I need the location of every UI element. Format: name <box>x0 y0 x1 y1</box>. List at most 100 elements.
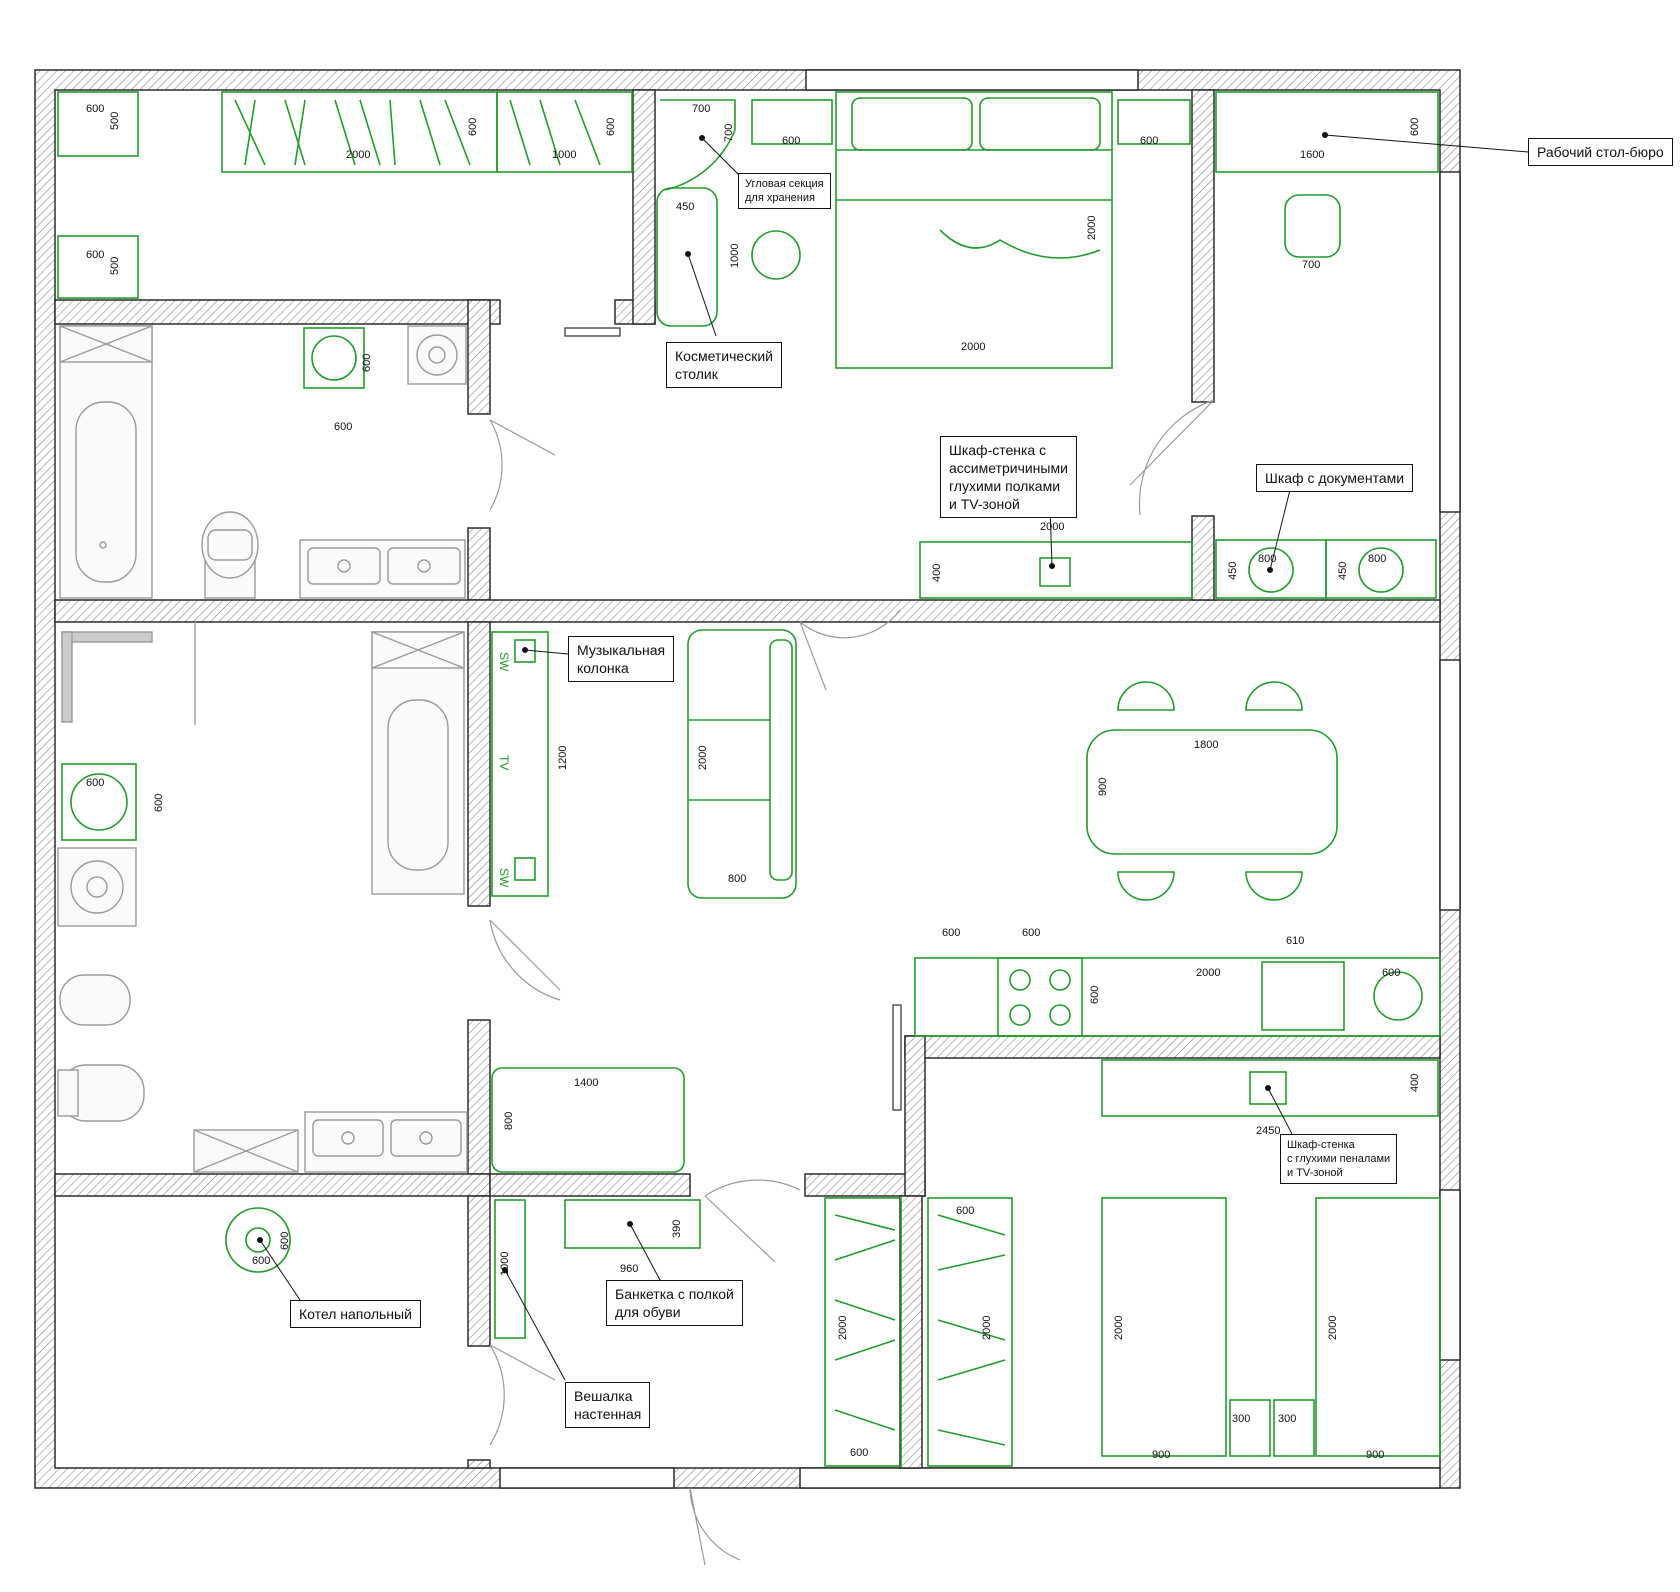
wall-row2-bottom <box>54 1173 491 1197</box>
dining-table <box>1086 729 1338 855</box>
dim-text: 2000 <box>346 149 370 161</box>
dim-text: 600 <box>782 135 800 147</box>
tv-mark: TV <box>497 755 511 770</box>
dim-text: 600 <box>1140 135 1158 147</box>
dim-text: 300 <box>1278 1413 1296 1425</box>
sink <box>1261 961 1345 1031</box>
washer-2 <box>61 763 137 841</box>
dim-text: 450 <box>1337 562 1349 580</box>
shelf-unit-top-left <box>57 91 139 157</box>
dim-text: 600 <box>1382 967 1400 979</box>
dim-text: 1800 <box>1194 739 1218 751</box>
dim-text: 2000 <box>697 746 709 770</box>
dim-text: 400 <box>931 564 943 582</box>
doc-cabinet-2 <box>1325 539 1437 599</box>
dim-text: 2000 <box>837 1316 849 1340</box>
bidet <box>59 974 131 1026</box>
dim-text: 600 <box>605 118 617 136</box>
dim-text: 600 <box>956 1205 974 1217</box>
label-shoe-bench: Банкетка с полкой для обуви <box>606 1280 743 1326</box>
dim-text: 2000 <box>1040 521 1064 533</box>
dim-text: 600 <box>252 1255 270 1267</box>
bed-left <box>1101 1197 1227 1457</box>
dim-text: 600 <box>942 927 960 939</box>
dim-text: 2000 <box>961 341 985 353</box>
dim-text: 1400 <box>574 1077 598 1089</box>
wall-hall-left <box>467 1195 491 1347</box>
dim-text: 900 <box>1097 778 1109 796</box>
dim-text: 700 <box>1302 259 1320 271</box>
dim-text: 600 <box>1022 927 1040 939</box>
shelf-unit-left-mid <box>57 235 139 299</box>
dim-text: 400 <box>1409 1074 1421 1092</box>
tv-wall-unit <box>919 541 1193 599</box>
closet-1 <box>824 1197 902 1467</box>
closet-2 <box>927 1197 1013 1467</box>
dim-text: 450 <box>676 201 694 213</box>
dim-text: 600 <box>1089 986 1101 1004</box>
dim-text: 1200 <box>557 746 569 770</box>
wall-kitchen-bottom <box>904 1035 1441 1059</box>
shower-tray <box>61 631 153 643</box>
stove <box>997 957 1083 1037</box>
sofa-main <box>687 629 797 899</box>
wall-wardrobe-right <box>632 89 656 325</box>
speaker-mark-top: SW <box>497 652 511 672</box>
sofa-small <box>491 1067 685 1173</box>
washer-1 <box>303 327 365 389</box>
dim-text: 1600 <box>1300 149 1324 161</box>
nightstand-right <box>1117 99 1191 145</box>
bed <box>835 91 1113 369</box>
label-desk: Рабочий стол-бюро <box>1528 138 1673 166</box>
dim-text: 1000 <box>729 244 741 268</box>
dim-text: 600 <box>86 103 104 115</box>
office-chair <box>1284 194 1341 258</box>
label-corner-storage: Угловая секция для хранения <box>738 173 831 209</box>
sink-tap-1 <box>337 559 351 573</box>
label-vanity: Косметический столик <box>666 342 782 388</box>
chair <box>1117 681 1175 711</box>
kitchen-counter <box>914 957 1441 1037</box>
label-coat-hanger: Вешалка настенная <box>565 1382 651 1428</box>
bathroom-fixtures <box>57 325 468 1173</box>
wall-bath1-right <box>467 299 491 415</box>
corner-storage <box>660 99 736 191</box>
outer-wall <box>34 69 1461 1489</box>
wall-closet <box>899 1195 923 1469</box>
dim-text: 600 <box>86 777 104 789</box>
bed-right <box>1315 1197 1441 1457</box>
label-doc-cabinet: Шкаф с документами <box>1256 464 1414 492</box>
dim-text: 500 <box>109 257 121 275</box>
dim-text: 600 <box>361 354 373 372</box>
wall-wardrobe-bottom <box>54 299 501 325</box>
dim-text: 600 <box>153 794 165 812</box>
dim-text: 600 <box>1409 118 1421 136</box>
nightstand-left <box>751 99 833 145</box>
dim-text: 960 <box>620 1263 638 1275</box>
label-tv-wall: Шкаф-стенка с ассиметричиными глухими по… <box>940 436 1077 518</box>
dim-text: 2000 <box>981 1316 993 1340</box>
dim-text: 450 <box>1227 562 1239 580</box>
dim-text: 600 <box>850 1447 868 1459</box>
fridge <box>1373 971 1423 1021</box>
label-speaker: Музыкальная колонка <box>568 636 675 682</box>
dim-text: 2000 <box>1086 216 1098 240</box>
walls <box>34 69 1461 1489</box>
dim-text: 300 <box>1232 1413 1250 1425</box>
dim-text: 2000 <box>1113 1316 1125 1340</box>
coat-hanger <box>494 1199 526 1339</box>
tv-marks: SW TV SW <box>497 652 511 888</box>
dim-text: 2000 <box>1196 967 1220 979</box>
dim-text: 800 <box>503 1112 515 1130</box>
dim-text: 900 <box>1366 1449 1384 1461</box>
speaker-mark-bottom: SW <box>497 868 511 888</box>
dim-text: 1000 <box>552 149 576 161</box>
vanity-stool <box>751 230 801 280</box>
dim-text: 600 <box>334 421 352 433</box>
wardrobe-short <box>496 91 633 173</box>
dim-text: 900 <box>1152 1449 1170 1461</box>
dim-text: 800 <box>728 873 746 885</box>
dim-text: 600 <box>279 1232 291 1250</box>
doors <box>489 327 1215 1566</box>
